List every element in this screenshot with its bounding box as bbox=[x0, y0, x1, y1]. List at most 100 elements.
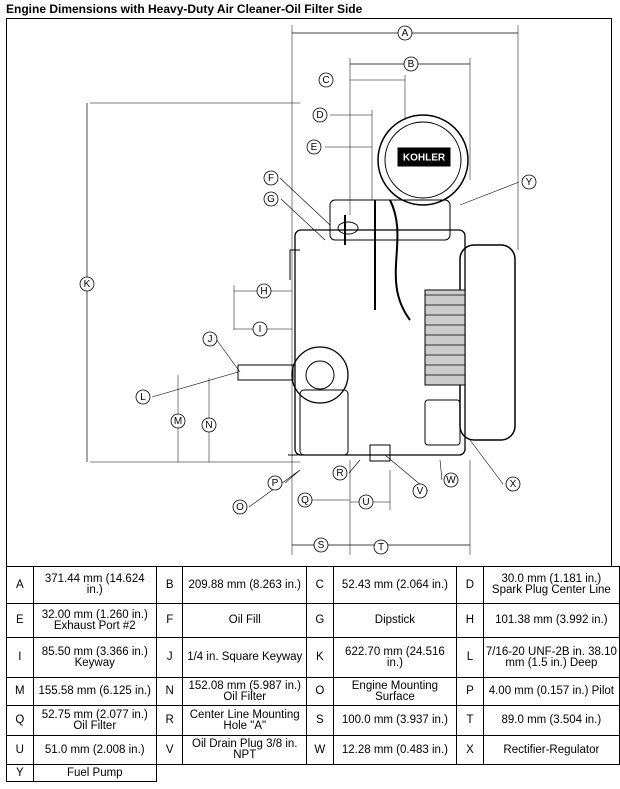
dimension-key: V bbox=[155, 735, 184, 765]
dimension-value: Oil Fill bbox=[182, 603, 308, 638]
callout-circle bbox=[135, 389, 151, 405]
callout-circle bbox=[318, 72, 334, 88]
callout-circle bbox=[202, 331, 218, 347]
callout-n: N bbox=[201, 417, 217, 433]
callout-circle bbox=[256, 283, 272, 299]
callout-g: G bbox=[263, 191, 279, 207]
callout-k: K bbox=[79, 276, 95, 292]
dimension-key: K bbox=[306, 637, 334, 678]
callout-letter: K bbox=[84, 279, 91, 290]
dimension-value: 101.38 mm (3.992 in.) bbox=[482, 603, 620, 638]
callout-circle bbox=[263, 170, 279, 186]
dimension-value: 7/16-20 UNF-2B in. 38.10 mm (1.5 in.) De… bbox=[482, 637, 620, 678]
dimension-key: M bbox=[6, 677, 34, 706]
dimension-value: Fuel Pump bbox=[32, 764, 157, 782]
dimension-value: 85.50 mm (3.366 in.) Keyway bbox=[32, 637, 157, 678]
dimension-value: 51.0 mm (2.008 in.) bbox=[32, 735, 157, 765]
callout-letter: A bbox=[402, 28, 409, 39]
callout-circle bbox=[443, 472, 459, 488]
callout-letter: D bbox=[316, 110, 323, 121]
dimension-key: B bbox=[155, 566, 184, 604]
callout-letter: T bbox=[378, 542, 384, 553]
dimension-value: 100.0 mm (3.937 in.) bbox=[332, 705, 458, 736]
callout-letter: R bbox=[336, 468, 343, 479]
dimension-key: A bbox=[6, 566, 34, 604]
dimension-value: Oil Drain Plug 3/8 in. NPT bbox=[182, 735, 308, 765]
callout-p: P bbox=[267, 475, 283, 491]
callout-letter: U bbox=[362, 497, 369, 508]
dimension-value: 155.58 mm (6.125 in.) bbox=[32, 677, 157, 706]
callout-letter: J bbox=[208, 334, 213, 345]
callout-f: F bbox=[263, 170, 279, 186]
callout-circle bbox=[403, 56, 419, 72]
callout-e: E bbox=[306, 139, 322, 155]
dimension-key: F bbox=[155, 603, 184, 638]
dimension-value: 4.00 mm (0.157 in.) Pilot bbox=[482, 677, 620, 706]
dimension-key: T bbox=[456, 705, 484, 736]
callout-letter: C bbox=[322, 75, 329, 86]
callout-m: M bbox=[170, 413, 186, 429]
dimension-value: Rectifier-Regulator bbox=[482, 735, 620, 765]
callout-d: D bbox=[312, 107, 328, 123]
dimension-value: 1/4 in. Square Keyway bbox=[182, 637, 308, 678]
callout-u: U bbox=[358, 494, 374, 510]
callout-circle bbox=[313, 537, 329, 553]
dimension-value: 89.0 mm (3.504 in.) bbox=[482, 705, 620, 736]
dimension-key: U bbox=[6, 735, 34, 765]
callout-circle bbox=[79, 276, 95, 292]
callout-r: R bbox=[332, 465, 348, 481]
dimension-key: Y bbox=[6, 764, 34, 782]
callout-circle bbox=[267, 475, 283, 491]
callout-circle bbox=[201, 417, 217, 433]
dimension-key: I bbox=[6, 637, 34, 678]
callout-circle bbox=[252, 321, 268, 337]
dimension-key: O bbox=[306, 677, 334, 706]
callout-circle bbox=[306, 139, 322, 155]
callout-letter: O bbox=[236, 502, 244, 513]
dimension-key: P bbox=[456, 677, 484, 706]
dimension-key: E bbox=[6, 603, 34, 638]
callout-b: B bbox=[403, 56, 419, 72]
callout-letter: F bbox=[268, 173, 274, 184]
dimension-value: 209.88 mm (8.263 in.) bbox=[182, 566, 308, 604]
dimension-key: S bbox=[306, 705, 334, 736]
callout-j: J bbox=[202, 331, 218, 347]
callout-letter: N bbox=[205, 420, 212, 431]
dimension-key: N bbox=[155, 677, 184, 706]
callout-circle bbox=[521, 174, 537, 190]
callout-letter: Y bbox=[526, 177, 533, 188]
callout-letter: I bbox=[259, 324, 262, 335]
callout-i: I bbox=[252, 321, 268, 337]
dimension-value: 622.70 mm (24.516 in.) bbox=[332, 637, 458, 678]
callout-s: S bbox=[313, 537, 329, 553]
dimension-value: 52.43 mm (2.064 in.) bbox=[332, 566, 458, 604]
dimension-value: Center Line Mounting Hole "A" bbox=[182, 705, 308, 736]
callout-letter: S bbox=[318, 540, 325, 551]
dimension-value: Engine Mounting Surface bbox=[332, 677, 458, 706]
dimension-key: R bbox=[155, 705, 184, 736]
callout-l: L bbox=[135, 389, 151, 405]
callout-q: Q bbox=[297, 492, 313, 508]
dimension-key: G bbox=[306, 603, 334, 638]
callout-c: C bbox=[318, 72, 334, 88]
callout-circle bbox=[232, 499, 248, 515]
page-title: Engine Dimensions with Heavy-Duty Air Cl… bbox=[6, 2, 363, 16]
dimension-value: 12.28 mm (0.483 in.) bbox=[332, 735, 458, 765]
dimension-value: Dipstick bbox=[332, 603, 458, 638]
dimension-value: 30.0 mm (1.181 in.) Spark Plug Center Li… bbox=[482, 566, 620, 604]
callout-t: T bbox=[373, 539, 389, 555]
dimension-value: 371.44 mm (14.624 in.) bbox=[32, 566, 157, 604]
diagram-frame bbox=[6, 18, 612, 566]
dimension-value: 52.75 mm (2.077 in.) Oil Filter bbox=[32, 705, 157, 736]
dimension-key: J bbox=[155, 637, 184, 678]
callout-letter: W bbox=[446, 475, 456, 486]
dimension-value: 152.08 mm (5.987 in.) Oil Filter bbox=[182, 677, 308, 706]
callout-v: V bbox=[412, 483, 428, 499]
